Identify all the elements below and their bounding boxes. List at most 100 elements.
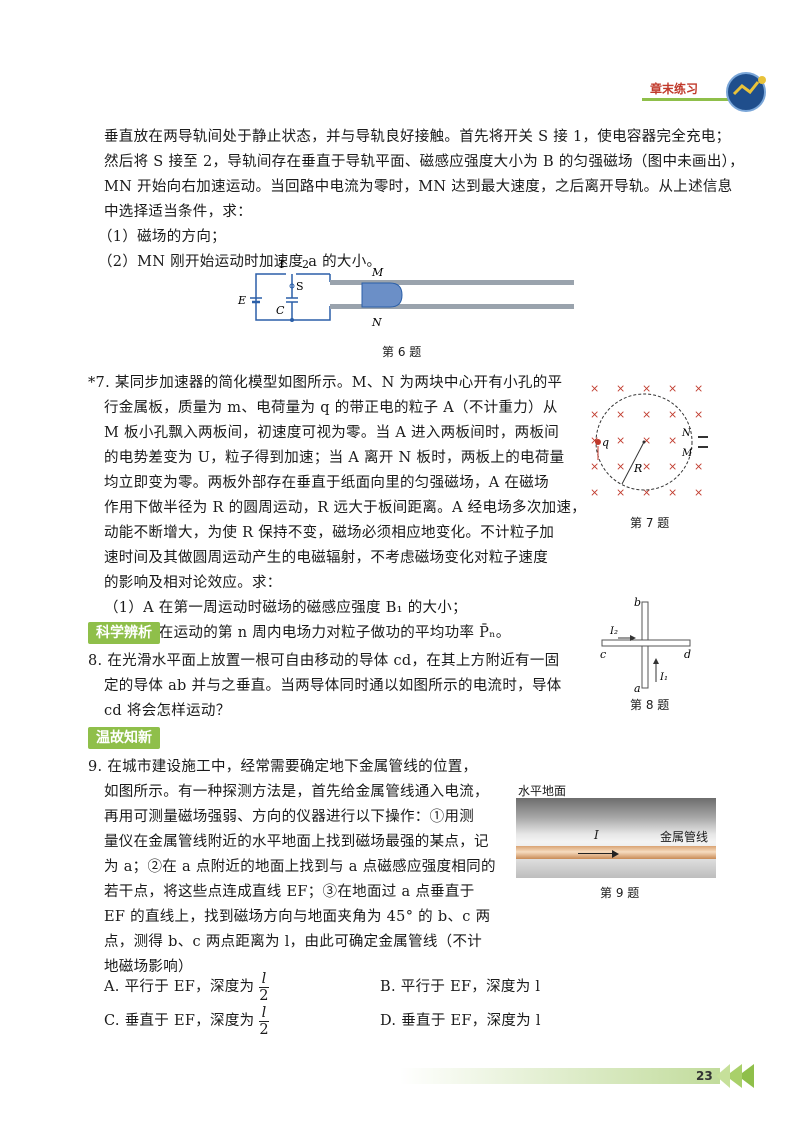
- p9-current-arrowhead: [612, 850, 619, 858]
- p6-line-4: 中选择适当条件，求：: [104, 204, 252, 220]
- p6-line-2: 然后将 S 接至 2，导轨间存在垂直于导轨平面、磁感应强度大小为 B 的匀强磁场…: [104, 154, 745, 170]
- svg-text:×: ×: [642, 408, 651, 421]
- p9-option-d[interactable]: D. 垂直于 EF，深度为 l: [380, 1013, 541, 1029]
- p9-line-1: 9. 在城市建设施工中，经常需要确定地下金属管线的位置，: [88, 759, 478, 775]
- page-number: 23: [696, 1069, 713, 1083]
- svg-text:×: ×: [590, 408, 599, 421]
- p8-label-c: c: [600, 648, 606, 661]
- p7-accelerator-figure: ××××× ××××× ×××× ××××× ××××× q R N M: [590, 382, 708, 499]
- p6-line-1: 垂直放在两导轨间处于静止状态，并与导轨良好接触。首先将开关 S 接 1，使电容器…: [104, 129, 731, 145]
- p9-option-a[interactable]: A. 平行于 EF，深度为 l 2: [104, 967, 269, 1007]
- svg-text:×: ×: [616, 460, 625, 473]
- p6-question-2: （2）MN 刚开始运动时加速度 a 的大小。: [98, 254, 382, 270]
- svg-text:×: ×: [694, 408, 703, 421]
- p9-option-a-fraction: l 2: [259, 971, 269, 1004]
- svg-text:×: ×: [668, 486, 677, 499]
- p8-line-2: 定的导体 ab 并与之垂直。当两导体同时通以如图所示的电流时，导体: [104, 678, 562, 694]
- p9-line-9: 地磁场影响）: [104, 959, 193, 975]
- header-logo-icon: [726, 72, 766, 112]
- p7-label-q: q: [602, 436, 609, 449]
- svg-text:×: ×: [590, 460, 599, 473]
- p9-line-3: 再用可测量磁场强弱、方向的仪器进行以下操作：①用测: [104, 809, 474, 825]
- svg-text:×: ×: [668, 460, 677, 473]
- p9-line-4: 量仪在金属管线附近的水平地面上找到磁场最强的某点，记: [104, 834, 489, 850]
- p9-current-arrow: [578, 853, 612, 854]
- p6-label-s: S: [296, 280, 304, 293]
- p9-line-5: 为 a；②在 a 点附近的地面上找到与 a 点磁感应强度相同的: [104, 859, 496, 875]
- p7-line-2: 行金属板，质量为 m、电荷量为 q 的带正电的粒子 A（不计重力）从: [104, 400, 558, 416]
- svg-text:×: ×: [590, 486, 599, 499]
- p9-option-c-fraction: l 2: [259, 1005, 269, 1038]
- p7-line-1: *7. 某同步加速器的简化模型如图所示。M、N 为两块中心开有小孔的平: [88, 375, 563, 391]
- p8-label-i1: I₁: [659, 672, 668, 683]
- p8-label-b: b: [634, 596, 641, 609]
- svg-text:×: ×: [694, 382, 703, 395]
- p9-line-6: 若干点，将这些点连成直线 EF；③在地面过 a 点垂直于: [104, 884, 475, 900]
- p7-line-6: 作用下做半径为 R 的圆周运动，R 远大于板间距离。A 经电场多次加速，: [104, 500, 587, 516]
- chapter-section-title: 章末练习: [650, 82, 699, 96]
- p9-ground-label: 水平地面: [518, 784, 567, 798]
- svg-text:×: ×: [616, 382, 625, 395]
- p9-figure-caption: 第 9 题: [600, 886, 640, 900]
- svg-text:×: ×: [590, 434, 599, 447]
- p9-line-7: EF 的直线上，找到磁场方向与地面夹角为 45° 的 b、c 两: [104, 909, 491, 925]
- p7-line-5: 均立即变为零。两板外部存在垂直于纸面向里的匀强磁场，A 在磁场: [104, 475, 549, 491]
- p7-label-r: R: [633, 462, 642, 475]
- p9-current-label: I: [594, 828, 599, 842]
- p7-question-1: （1）A 在第一周运动时磁场的磁感应强度 B₁ 的大小；: [104, 600, 467, 616]
- p7-label-n: N: [681, 428, 692, 439]
- p6-label-e: E: [237, 294, 246, 307]
- p6-line-3: MN 开始向右加速运动。当回路中电流为零时，MN 达到最大速度，之后离开导轨。从…: [104, 179, 733, 195]
- footer-gradient-bar: [400, 1068, 720, 1084]
- p8-figure-caption: 第 8 题: [630, 698, 670, 712]
- p6-label-2: 2: [302, 258, 309, 271]
- p6-label-1: 1: [278, 258, 285, 271]
- p8-line-3: cd 将会怎样运动？: [104, 703, 231, 719]
- footer-chevron-icon: [716, 1064, 754, 1088]
- p7-figure-caption: 第 7 题: [630, 516, 670, 530]
- p6-circuit-figure: 1 2 S E C M N: [237, 258, 574, 329]
- p7-label-m: M: [681, 448, 693, 459]
- svg-text:×: ×: [642, 434, 651, 447]
- p9-option-a-denominator: 2: [259, 987, 269, 1004]
- header-bar: [642, 98, 732, 101]
- svg-text:×: ×: [668, 434, 677, 447]
- p9-option-c-text: C. 垂直于 EF，深度为: [104, 1013, 255, 1029]
- p8-label-i2: I₂: [609, 626, 618, 637]
- p8-label-d: d: [684, 648, 691, 661]
- p7-line-8: 速时间及其做圆周运动产生的电磁辐射，不考虑磁场变化对粒子速度: [104, 550, 548, 566]
- p7-question-2: （2）A 在运动的第 n 周内电场力对粒子做功的平均功率 P̄ₙ。: [104, 625, 511, 641]
- svg-text:×: ×: [642, 460, 651, 473]
- p6-label-m: M: [371, 266, 384, 279]
- svg-text:×: ×: [668, 408, 677, 421]
- p6-figure-caption: 第 6 题: [382, 345, 422, 359]
- p6-label-c: C: [276, 304, 285, 317]
- svg-text:×: ×: [616, 486, 625, 499]
- p8-line-1: 8. 在光滑水平面上放置一根可自由移动的导体 cd，在其上方附近有一固: [88, 653, 560, 669]
- svg-text:×: ×: [590, 382, 599, 395]
- p9-line-2: 如图所示。有一种探测方法是，首先给金属管线通入电流，: [104, 784, 489, 800]
- svg-text:×: ×: [616, 434, 625, 447]
- p9-option-a-numerator: l: [259, 971, 269, 988]
- svg-text:×: ×: [694, 486, 703, 499]
- svg-text:×: ×: [616, 408, 625, 421]
- p9-option-c[interactable]: C. 垂直于 EF，深度为 l 2: [104, 1001, 269, 1041]
- p9-option-b[interactable]: B. 平行于 EF，深度为 l: [380, 979, 541, 995]
- p9-option-c-numerator: l: [259, 1005, 269, 1022]
- p7-line-4: 的电势差变为 U，粒子得到加速；当 A 离开 N 板时，两板上的电荷量: [104, 450, 565, 466]
- svg-text:×: ×: [642, 382, 651, 395]
- p9-option-c-denominator: 2: [259, 1021, 269, 1038]
- p9-line-8: 点，测得 b、c 两点距离为 l，由此可确定金属管线（不计: [104, 934, 483, 950]
- section-science-analysis: 科学辨析: [88, 622, 160, 644]
- p8-label-a: a: [634, 682, 641, 695]
- section-review: 温故知新: [88, 727, 160, 749]
- p8-conductor-figure: b a c d I₂ I₁: [600, 596, 691, 695]
- p7-line-7: 动能不断增大，为使 R 保持不变，磁场必须相应地变化。不计粒子加: [104, 525, 555, 541]
- p6-label-n: N: [371, 316, 382, 329]
- svg-text:×: ×: [694, 460, 703, 473]
- p7-line-3: M 板小孔飘入两板间，初速度可视为零。当 A 进入两板间时，两板间: [104, 425, 560, 441]
- p6-question-1: （1）磁场的方向；: [98, 229, 226, 245]
- p7-line-9: 的影响及相对论效应。求：: [104, 575, 282, 591]
- svg-text:×: ×: [668, 382, 677, 395]
- p9-option-a-text: A. 平行于 EF，深度为: [104, 979, 255, 995]
